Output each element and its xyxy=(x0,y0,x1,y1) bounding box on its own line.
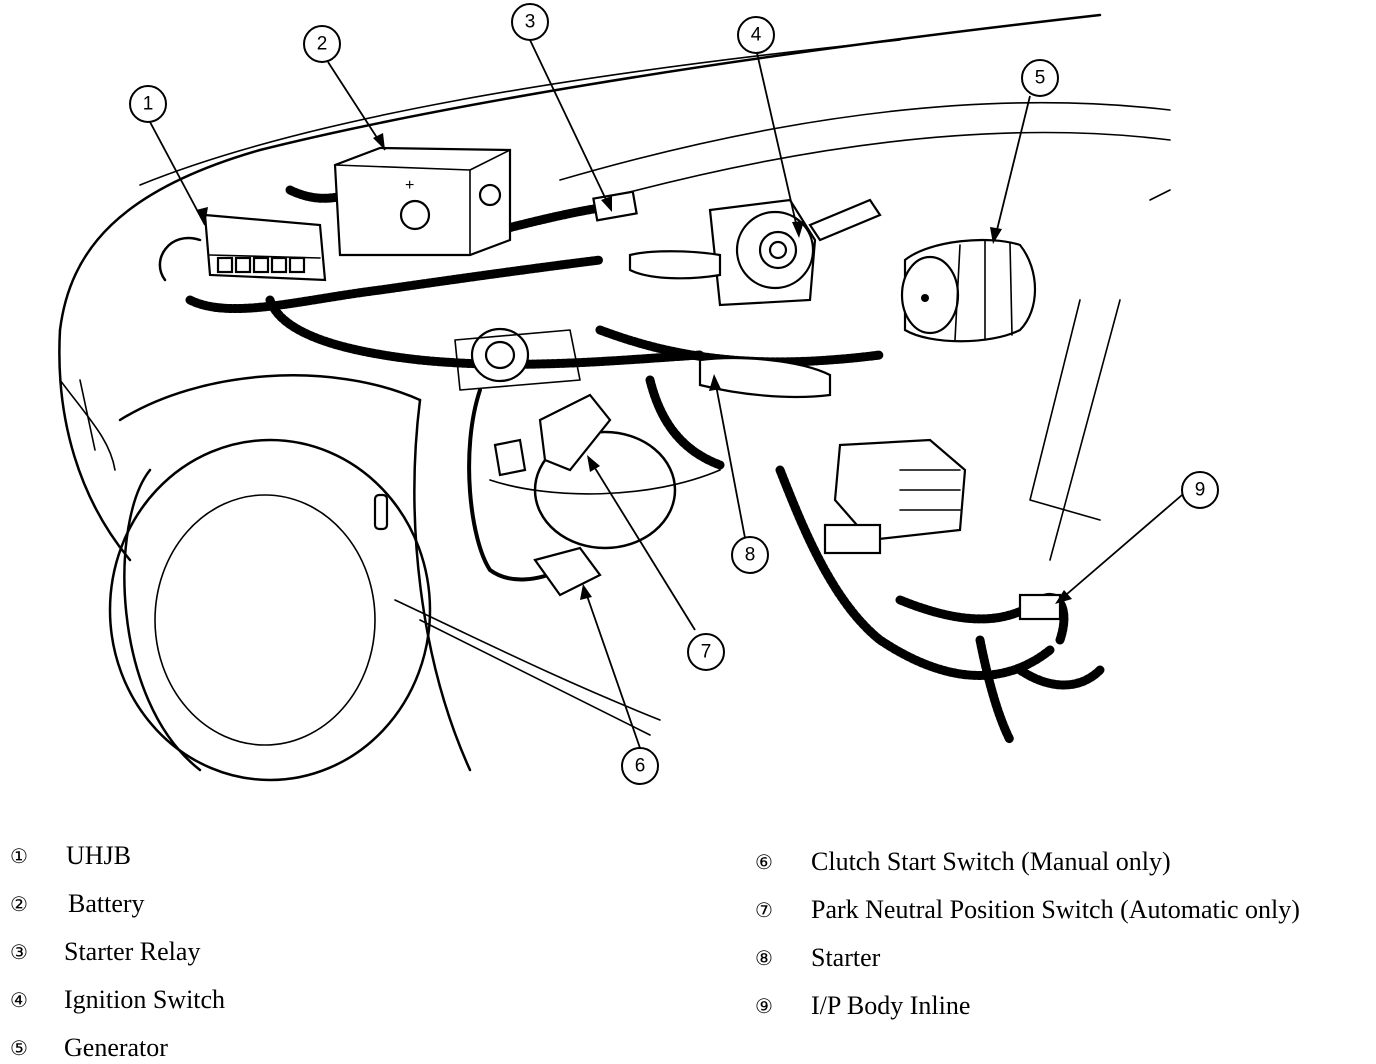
legend-number: ③ xyxy=(10,940,28,964)
legend-label: Battery xyxy=(68,889,145,918)
legend-label: Starter Relay xyxy=(64,937,201,966)
battery-part: + xyxy=(333,146,512,257)
legend-number: ④ xyxy=(10,988,28,1012)
uhjb-part xyxy=(203,213,327,282)
transmission-area xyxy=(489,393,721,597)
callout-5: 5 xyxy=(1021,59,1059,97)
callout-7: 7 xyxy=(687,633,725,671)
svg-text:6: 6 xyxy=(635,756,646,777)
legend-label: Starter xyxy=(811,943,881,972)
legend-number: ① xyxy=(10,844,28,868)
callout-1: 1 xyxy=(129,85,167,123)
legend-label: UHJB xyxy=(66,841,132,870)
svg-text:8: 8 xyxy=(745,545,756,566)
generator-part xyxy=(900,238,1036,343)
legend-number: ⑧ xyxy=(755,946,773,970)
legend-label: Clutch Start Switch (Manual only) xyxy=(811,847,1171,876)
legend-right: ⑥ Clutch Start Switch (Manual only) ⑦ Pa… xyxy=(755,846,1370,1036)
starter-part xyxy=(454,327,832,399)
svg-text:5: 5 xyxy=(1035,68,1046,89)
callout-6: 6 xyxy=(621,747,659,785)
legend-number: ⑤ xyxy=(10,1036,28,1060)
legend-label: I/P Body Inline xyxy=(811,991,971,1020)
svg-text:2: 2 xyxy=(317,34,328,55)
svg-text:7: 7 xyxy=(701,642,712,663)
ip-body-inline-part xyxy=(823,438,1062,621)
front-wheel xyxy=(108,438,432,782)
svg-text:9: 9 xyxy=(1195,480,1206,501)
legend-label: Ignition Switch xyxy=(64,985,226,1014)
callout-9: 9 xyxy=(1181,471,1219,509)
svg-text:1: 1 xyxy=(143,94,154,115)
callout-3: 3 xyxy=(511,3,549,41)
legend-left: ① UHJB ② Battery ③ Starter Relay ④ Ignit… xyxy=(10,836,390,1064)
svg-text:4: 4 xyxy=(751,25,762,46)
legend-number: ⑥ xyxy=(755,850,773,874)
leader-lines xyxy=(149,39,1183,749)
legend-label: Park Neutral Position Switch (Automatic … xyxy=(811,895,1300,924)
callout-2: 2 xyxy=(303,25,341,63)
legend-number: ⑨ xyxy=(755,994,773,1018)
legend-label: Generator xyxy=(64,1033,168,1062)
legend-number: ② xyxy=(10,892,28,916)
svg-text:3: 3 xyxy=(525,12,536,33)
side-marker-light xyxy=(373,493,389,531)
car-body-outline xyxy=(58,13,1171,772)
wiring-location-diagram: + xyxy=(58,3,1219,785)
ignition-switch-part xyxy=(628,198,882,307)
svg-text:+: + xyxy=(405,177,414,194)
callout-4: 4 xyxy=(737,16,775,54)
starter-relay-part xyxy=(592,190,638,222)
callout-8: 8 xyxy=(731,536,769,574)
legend-number: ⑦ xyxy=(755,898,773,922)
